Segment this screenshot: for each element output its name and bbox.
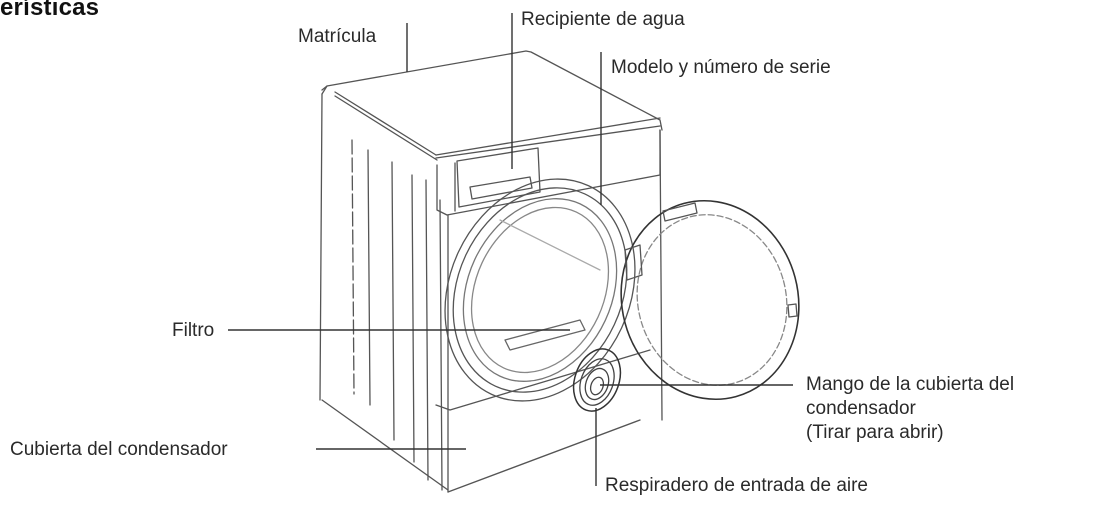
label-matricula: Matrícula — [298, 26, 377, 47]
label-filtro: Filtro — [172, 320, 215, 341]
label-mango-cubierta-2: condensador — [806, 398, 916, 419]
section-heading: erísticas — [0, 0, 100, 21]
label-cubierta-condensador: Cubierta del condensador — [10, 439, 228, 460]
label-mango-cubierta-1: Mango de la cubierta del — [806, 374, 1015, 395]
label-modelo-numero-serie: Modelo y número de serie — [611, 57, 831, 78]
label-respiradero-aire: Respiradero de entrada de aire — [605, 475, 869, 496]
label-recipiente-de-agua: Recipiente de agua — [521, 9, 685, 30]
label-mango-cubierta-3: (Tirar para abrir) — [806, 422, 944, 443]
